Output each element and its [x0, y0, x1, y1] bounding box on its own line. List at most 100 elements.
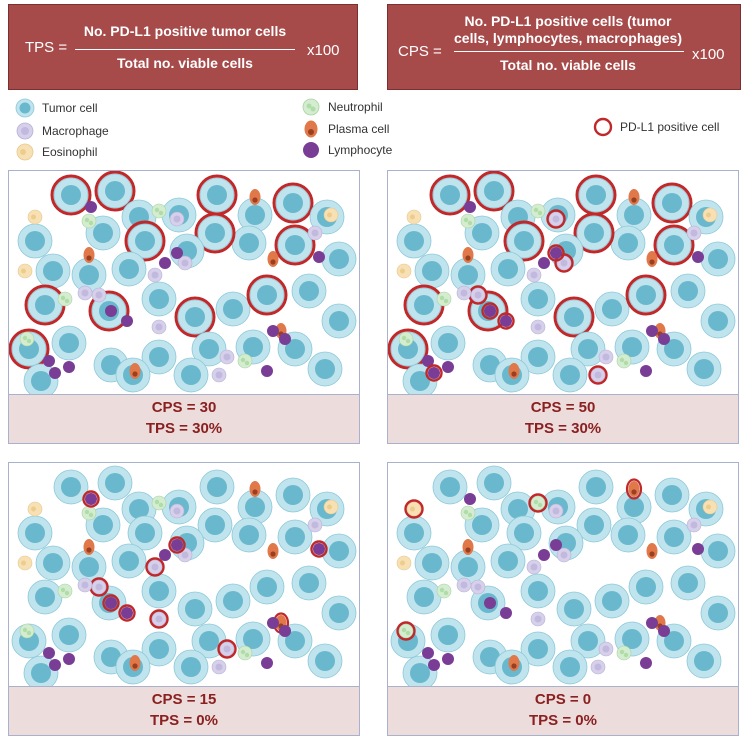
lymphocyte-cell: [43, 355, 55, 367]
macrophage-cell: [590, 659, 606, 675]
tumor-cell: [321, 595, 357, 631]
result-cps-3: CPS = 15: [151, 691, 217, 708]
panel-cps50-tps30: [387, 170, 739, 396]
cell-field-1: [9, 171, 357, 395]
tumor-cell: [246, 274, 288, 316]
tumor-cell: [53, 469, 89, 505]
lymphocyte-cell: [464, 201, 476, 213]
lymphocyte-cell: [267, 325, 279, 337]
tumor-cell: [553, 296, 595, 338]
lymphocyte-cell: [261, 657, 273, 669]
eosinophil-cell: [396, 263, 412, 279]
tumor-cell: [71, 549, 107, 585]
neutrophil-cell: [460, 505, 476, 521]
neutrophil-cell: [530, 203, 546, 219]
tumor-cell: [396, 223, 432, 259]
tumor-cell: [111, 251, 147, 287]
cps-fraction-bar: [454, 51, 684, 52]
lymphocyte-cell: [442, 361, 454, 373]
macrophage-cell: [686, 517, 702, 533]
lymphocyte-cell: [121, 315, 133, 327]
lymphocyte-cell: [428, 659, 440, 671]
macrophage-cell: [456, 577, 472, 593]
tumor-cell: [473, 171, 515, 212]
tumor-cell: [414, 545, 450, 581]
tumor-cell: [520, 339, 556, 375]
lymphocyte-cell: [49, 367, 61, 379]
pdl1-positive-ring-icon: [593, 117, 613, 137]
plasma-cell: [625, 478, 643, 500]
macrophage-cell: [307, 517, 323, 533]
lymphocyte-cell: [105, 305, 117, 317]
lymphocyte-cell: [442, 653, 454, 665]
tumor-cell: [291, 273, 327, 309]
tumor-cell: [686, 351, 722, 387]
neutrophil-cell: [57, 583, 73, 599]
neutrophil-cell: [19, 331, 35, 347]
eosinophil-cell: [323, 499, 339, 515]
tumor-cell: [321, 241, 357, 277]
tumor-cell: [625, 274, 667, 316]
neutrophil-cell: [237, 645, 253, 661]
macrophage-cell: [211, 659, 227, 675]
macrophage-cell: [89, 577, 109, 597]
lymphocyte-icon: [303, 142, 319, 158]
tumor-cell: [173, 649, 209, 685]
tumor-cell: [215, 583, 251, 619]
cell-field-2: [388, 171, 736, 395]
lymphocyte-cell: [481, 302, 499, 320]
result-box-1: CPS = 30 TPS = 30%: [8, 394, 360, 444]
tumor-cell: [552, 357, 588, 393]
neutrophil-cell: [81, 213, 97, 229]
eosinophil-cell: [17, 555, 33, 571]
result-box-4: CPS = 0 TPS = 0%: [387, 686, 739, 736]
tumor-cell: [127, 515, 163, 551]
legend-tumor-cell: Tumor cell: [14, 98, 98, 118]
lymphocyte-cell: [692, 251, 704, 263]
macrophage-cell: [177, 255, 193, 271]
tumor-cell: [432, 469, 468, 505]
lymphocyte-cell: [538, 549, 550, 561]
eosinophil-cell: [702, 499, 718, 515]
lymphocyte-cell: [640, 657, 652, 669]
macrophage-cell: [686, 225, 702, 241]
tumor-cell: [476, 465, 512, 501]
lymphocyte-cell: [63, 653, 75, 665]
legend-macrophage-label: Macrophage: [42, 124, 109, 138]
legend-plasma-cell-label: Plasma cell: [328, 122, 390, 136]
neutrophil-icon: [302, 98, 320, 116]
plasma-cell: [249, 481, 261, 497]
macrophage-cell: [145, 557, 165, 577]
tumor-cell: [174, 296, 216, 338]
tumor-cell: [169, 233, 205, 269]
tumor-cell: [97, 465, 133, 501]
cps-formula-box: CPS = No. PD-L1 positive cells (tumor ce…: [387, 4, 741, 90]
tumor-cell: [578, 469, 614, 505]
tumor-cell: [575, 174, 617, 216]
macrophage-cell: [307, 225, 323, 241]
neutrophil-cell: [528, 493, 548, 513]
tumor-cell: [111, 543, 147, 579]
tumor-cell: [700, 533, 736, 569]
tumor-cell: [197, 507, 233, 543]
tumor-cell: [654, 477, 690, 513]
tumor-cell: [94, 171, 136, 212]
tumor-cell: [237, 197, 273, 233]
lymphocyte-cell: [497, 312, 515, 330]
tumor-cell: [177, 591, 213, 627]
lymphocyte-cell: [43, 647, 55, 659]
lymphocyte-cell: [646, 325, 658, 337]
tps-formula-label: TPS =: [25, 39, 68, 56]
lymphocyte-cell: [49, 659, 61, 671]
neutrophil-cell: [81, 505, 97, 521]
tumor-cell: [307, 643, 343, 679]
eosinophil-cell: [27, 209, 43, 225]
result-box-3: CPS = 15 TPS = 0%: [8, 686, 360, 736]
eosinophil-cell: [323, 207, 339, 223]
lymphocyte-cell: [261, 365, 273, 377]
tumor-cell: [490, 543, 526, 579]
plasma-cell: [83, 247, 95, 263]
plasma-cell: [646, 251, 658, 267]
neutrophil-cell: [396, 621, 416, 641]
macrophage-cell: [530, 611, 546, 627]
